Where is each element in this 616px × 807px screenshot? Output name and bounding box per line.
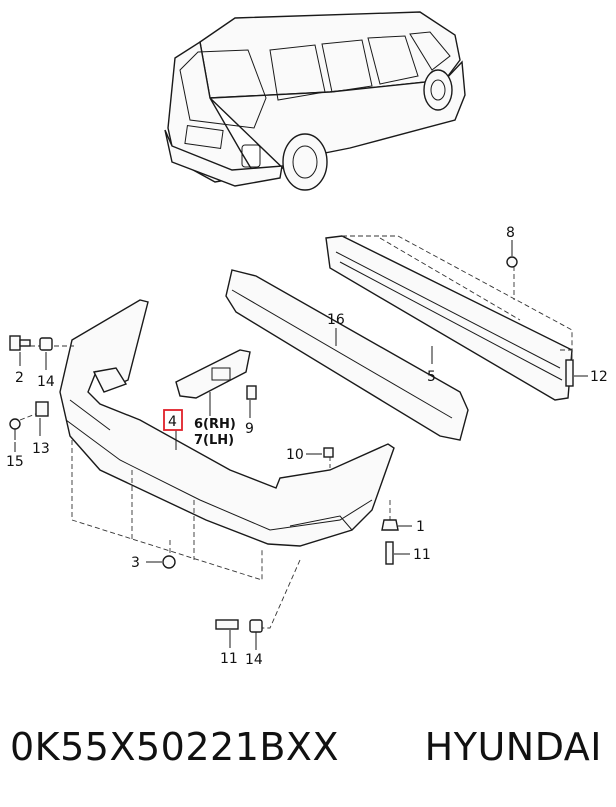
fastener-clip-9 (246, 385, 257, 400)
callout-9: 9 (245, 421, 254, 437)
reinforcement-beam-part (325, 235, 573, 401)
leader-lines (14, 240, 588, 650)
callout-14-top: 14 (37, 374, 55, 390)
fastener-nut-14-bottom (249, 619, 263, 633)
callout-6-rh: 6(RH) (194, 417, 236, 432)
fastener-nut-14-top (39, 337, 53, 351)
fastener-nut-3 (162, 555, 176, 569)
callout-4: 4 (168, 414, 177, 430)
callout-5: 5 (427, 369, 436, 385)
fastener-bolt-12 (565, 359, 574, 387)
callout-16: 16 (327, 312, 345, 328)
van-illustration (164, 11, 466, 191)
fastener-bolt-8 (506, 256, 518, 268)
callout-15: 15 (6, 454, 24, 470)
fastener-bolt-11-right (385, 541, 394, 565)
fastener-clip-13 (35, 401, 49, 417)
caption-bar: 0K55X50221BXX HYUNDAI (0, 712, 616, 782)
callout-11-right: 11 (413, 547, 431, 563)
fastener-clip-1 (381, 519, 399, 531)
callout-2: 2 (15, 370, 24, 386)
callout-13: 13 (32, 441, 50, 457)
callout-3: 3 (131, 555, 140, 571)
brand-name: HYUNDAI (424, 725, 602, 769)
callout-8: 8 (506, 225, 515, 241)
fastener-nut-10 (323, 447, 334, 458)
fastener-bolt-2 (9, 335, 31, 351)
fastener-screw-15 (9, 418, 21, 440)
highlight-box-4 (163, 409, 183, 431)
callout-10: 10 (286, 447, 304, 463)
part-number: 0K55X50221BXX (10, 725, 339, 769)
bumper-cover-part (59, 299, 395, 547)
callout-7-lh: 7(LH) (194, 433, 234, 448)
fastener-bolt-11-bottom (215, 619, 239, 630)
guide-lines (19, 266, 573, 629)
callout-11-bottom: 11 (220, 651, 238, 667)
parts-diagram: 8 16 5 12 2 14 13 15 4 6(RH) 7(LH) 9 10 … (6, 11, 608, 668)
energy-absorber-part (225, 269, 469, 441)
callout-1: 1 (416, 519, 425, 535)
callout-12: 12 (590, 369, 608, 385)
callout-14-bottom: 14 (245, 652, 263, 668)
